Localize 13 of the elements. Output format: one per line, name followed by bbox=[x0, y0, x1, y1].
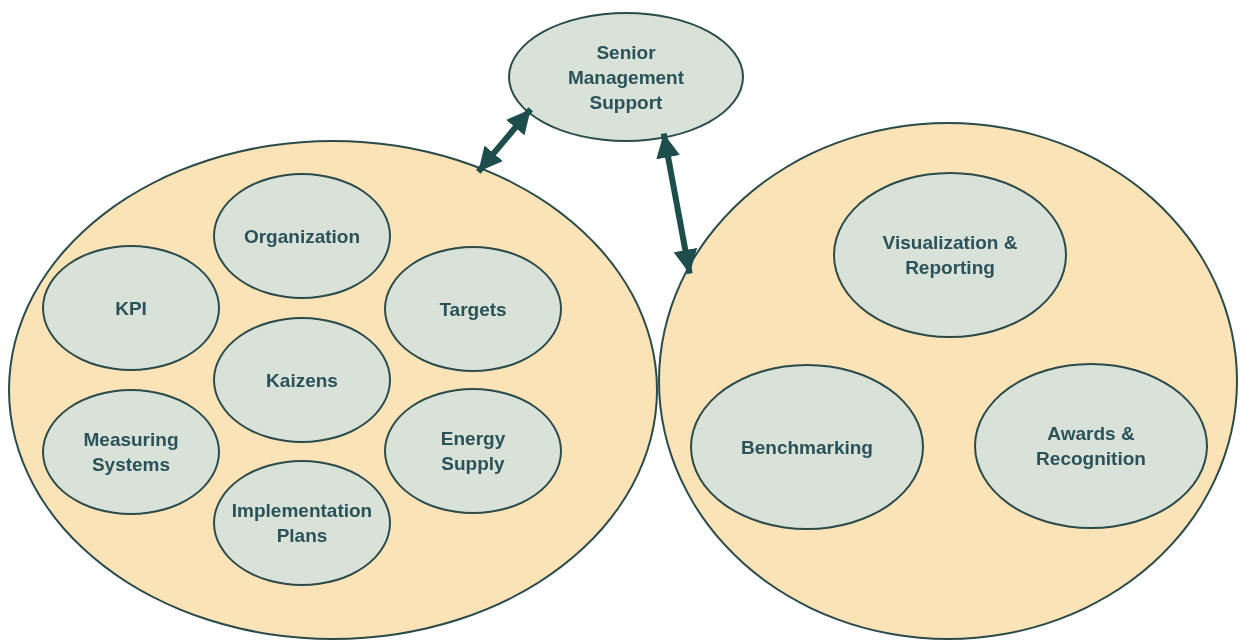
topic-ellipse: Senior Management Support bbox=[508, 12, 744, 142]
topic-ellipse: Kaizens bbox=[213, 317, 391, 443]
topic-ellipse: KPI bbox=[42, 245, 220, 371]
topic-ellipse: Awards & Recognition bbox=[974, 363, 1208, 529]
topic-ellipse: Measuring Systems bbox=[42, 389, 220, 515]
topic-ellipse: Visualization & Reporting bbox=[833, 172, 1067, 338]
topic-ellipse: Benchmarking bbox=[690, 364, 924, 530]
topic-ellipse: Organization bbox=[213, 173, 391, 299]
topic-ellipse: Targets bbox=[384, 246, 562, 372]
topic-ellipse: Implementation Plans bbox=[213, 460, 391, 586]
double-arrow bbox=[476, 107, 533, 174]
topic-ellipse: Energy Supply bbox=[384, 388, 562, 514]
double-arrow bbox=[656, 133, 698, 275]
